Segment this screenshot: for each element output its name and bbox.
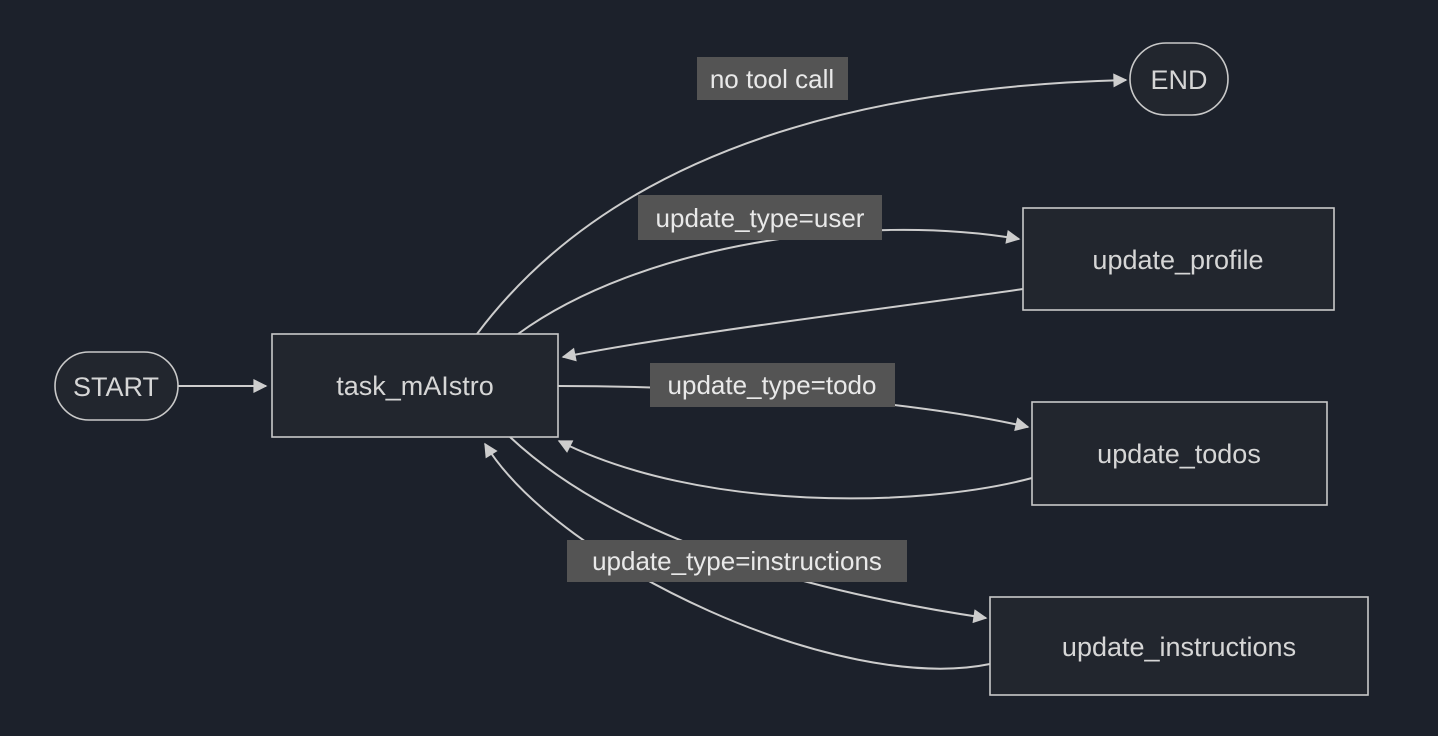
end-node-label: END xyxy=(1150,65,1207,95)
start-node-shape xyxy=(54,351,179,421)
edge-label-bg xyxy=(697,57,848,100)
update-profile-node-label: update_profile xyxy=(1092,245,1263,275)
node-task-maistro: task_mAIstro xyxy=(271,333,559,438)
edge-label-update-type-todo: update_type=todo xyxy=(650,363,895,407)
update-todos-node-shape xyxy=(1031,401,1328,506)
edge-label-update-type-instructions: update_type=instructions xyxy=(567,540,907,582)
node-start: START xyxy=(54,351,179,421)
update-instructions-node-shape xyxy=(989,596,1369,696)
end-node-shape xyxy=(1129,42,1229,116)
update-todos-node-label: update_todos xyxy=(1097,439,1261,469)
edge-task-to-update-profile xyxy=(517,228,1021,335)
node-update-profile: update_profile xyxy=(1022,207,1335,311)
edge-label-bg xyxy=(650,363,895,407)
edge-label-text: update_type=instructions xyxy=(592,546,882,576)
task-maistro-node-shape xyxy=(271,333,559,438)
update-profile-node-shape xyxy=(1022,207,1335,311)
update-instructions-node-label: update_instructions xyxy=(1062,632,1296,662)
edge-label-text: no tool call xyxy=(710,64,834,94)
edge-label-text: update_type=todo xyxy=(668,370,877,400)
node-update-todos: update_todos xyxy=(1031,401,1328,506)
edge-label-bg xyxy=(638,195,882,240)
edge-label-text: update_type=user xyxy=(656,203,865,233)
edge-task-to-end xyxy=(476,73,1128,335)
edge-label-bg xyxy=(567,540,907,582)
edge-label-update-type-user: update_type=user xyxy=(638,195,882,240)
node-end: END xyxy=(1129,42,1229,116)
edge-task-to-update-instructions xyxy=(509,436,988,624)
edge-label-no-tool-call: no tool call xyxy=(697,57,848,100)
task-maistro-node-label: task_mAIstro xyxy=(336,371,494,401)
start-node-label: START xyxy=(73,372,159,402)
edge-update-instructions-to-task xyxy=(484,442,991,670)
edge-update-profile-to-task xyxy=(561,288,1024,362)
edge-update-todos-to-task xyxy=(557,440,1033,500)
node-update-instructions: update_instructions xyxy=(989,596,1369,696)
